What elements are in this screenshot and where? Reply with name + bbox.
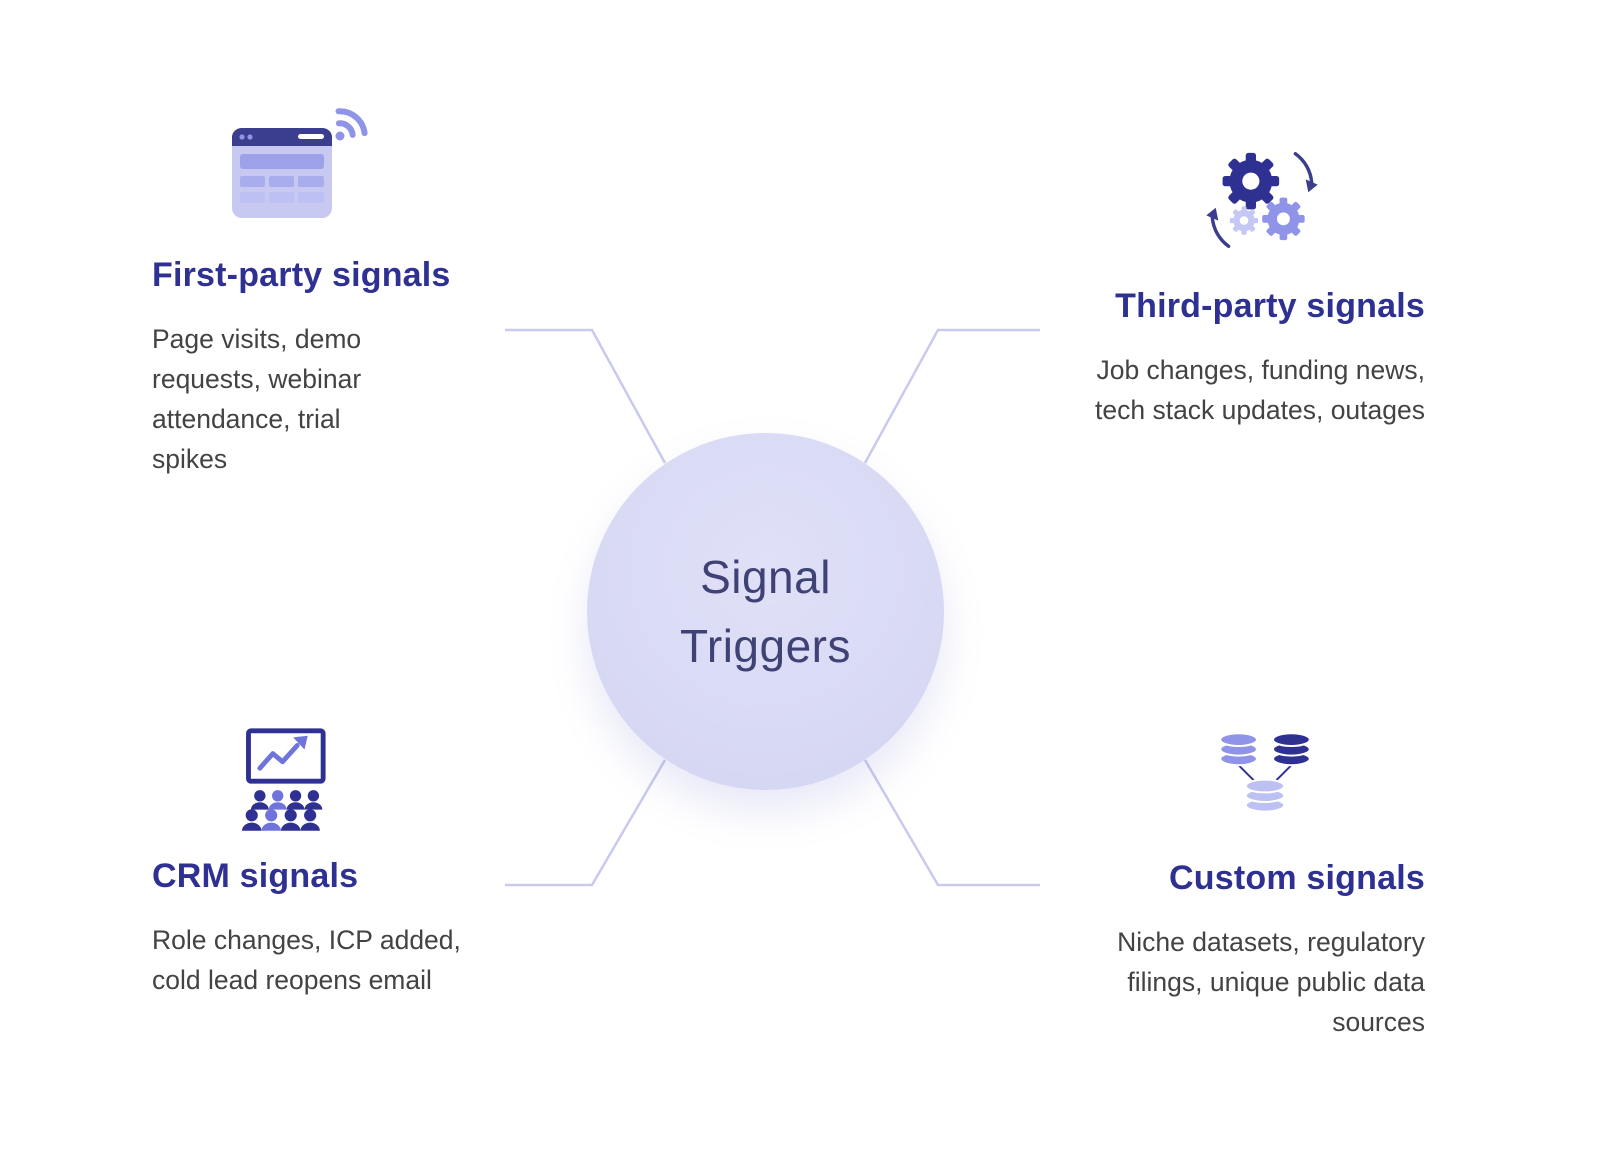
connector-top-left xyxy=(505,328,667,464)
center-title-line1: Signal xyxy=(700,550,831,603)
quadrant-crm: CRM signals Role changes, ICP added, col… xyxy=(152,726,532,1000)
quadrant-first-party: First-party signals Page visits, demo re… xyxy=(152,86,512,479)
first-party-description: Page visits, demo requests, webinar atte… xyxy=(152,324,362,474)
gears-icon xyxy=(1197,140,1327,265)
custom-description: Niche datasets, regulatory filings, uniq… xyxy=(1117,927,1425,1037)
database-icon xyxy=(1205,722,1325,831)
custom-title: Custom signals xyxy=(1169,859,1425,897)
connector-bottom-right xyxy=(863,759,1040,887)
crm-title: CRM signals xyxy=(152,857,359,895)
browser-wifi-icon xyxy=(222,86,382,236)
third-party-description: Job changes, funding news, tech stack up… xyxy=(1095,355,1425,425)
first-party-title: First-party signals xyxy=(152,256,451,294)
third-party-title: Third-party signals xyxy=(1115,287,1425,325)
quadrant-custom: Custom signals Niche datasets, regulator… xyxy=(1025,722,1425,1042)
quadrant-third-party: Third-party signals Job changes, funding… xyxy=(1005,140,1425,430)
crm-description: Role changes, ICP added, cold lead reope… xyxy=(152,925,461,995)
center-node: Signal Triggers xyxy=(587,433,944,790)
center-title-line2: Triggers xyxy=(680,619,851,672)
presentation-audience-icon xyxy=(224,726,346,843)
